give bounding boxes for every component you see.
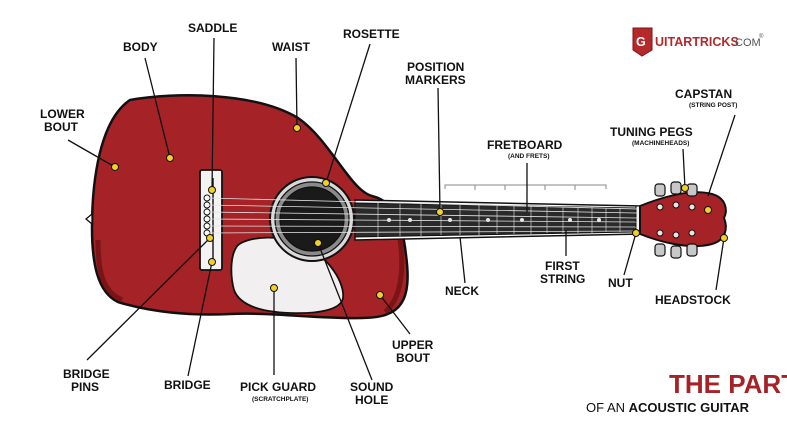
label-rosette: ROSETTE bbox=[343, 27, 400, 41]
bridge-assembly bbox=[199, 169, 223, 271]
label-first-string-1: FIRST bbox=[545, 259, 580, 273]
sound-hole bbox=[279, 186, 345, 252]
title-line2: OF AN ACOUSTIC GUITAR bbox=[586, 400, 750, 415]
diagram-title: THE PARTS OF AN ACOUSTIC GUITAR bbox=[586, 369, 787, 415]
label-sound-hole-1: SOUND bbox=[350, 380, 394, 394]
part-labels: BODY SADDLE WAIST ROSETTE POSITION MARKE… bbox=[40, 21, 737, 407]
label-fretboard: FRETBOARD bbox=[487, 138, 563, 152]
label-first-string-2: STRING bbox=[540, 272, 585, 286]
headstock-assembly bbox=[639, 181, 727, 259]
label-headstock: HEADSTOCK bbox=[655, 293, 731, 307]
label-neck: NECK bbox=[445, 284, 479, 298]
body-shape bbox=[90, 94, 409, 320]
label-upper-bout-2: BOUT bbox=[396, 351, 431, 365]
guitartricks-logo: G UITARTRICKS .COM ® bbox=[632, 27, 764, 57]
strings bbox=[206, 197, 639, 234]
callout-dots bbox=[111, 124, 728, 299]
headstock bbox=[639, 191, 727, 248]
label-fretboard-sub: (AND FRETS) bbox=[508, 153, 550, 160]
fretboard-bracket-ticks bbox=[474, 185, 576, 190]
logo-registered-mark: ® bbox=[759, 33, 764, 40]
guitartricks-logo-icon: G bbox=[632, 27, 653, 57]
label-pick-guard: PICK GUARD bbox=[240, 380, 316, 394]
logo-brand: UITARTRICKS bbox=[655, 35, 739, 49]
label-upper-bout-1: UPPER bbox=[392, 338, 434, 352]
label-bridge-pins-2: PINS bbox=[71, 380, 99, 394]
label-waist: WAIST bbox=[272, 40, 311, 54]
label-lower-bout-1: LOWER bbox=[40, 107, 85, 121]
label-position-markers-1: POSITION bbox=[407, 60, 464, 74]
label-position-markers-2: MARKERS bbox=[405, 73, 466, 87]
leader-lines bbox=[67, 37, 736, 381]
title-line2-prefix: OF AN bbox=[586, 400, 629, 415]
label-bridge: BRIDGE bbox=[164, 378, 211, 392]
label-tuning-pegs-sub: (MACHINEHEADS) bbox=[632, 140, 689, 147]
fretboard-bracket bbox=[444, 184, 607, 189]
label-sound-hole-2: HOLE bbox=[355, 393, 388, 407]
label-bridge-pins-1: BRIDGE bbox=[63, 367, 110, 381]
sound-hole-assembly bbox=[269, 176, 355, 262]
title-line2-bold: ACOUSTIC GUITAR bbox=[629, 400, 750, 415]
bridge bbox=[199, 169, 223, 271]
tuning-pegs bbox=[654, 181, 698, 259]
title-line1: THE PARTS bbox=[669, 369, 787, 399]
logo-suffix: .COM bbox=[732, 37, 761, 49]
body-side-shadow bbox=[95, 239, 124, 303]
logo-g-letter: G bbox=[636, 35, 646, 49]
label-capstan-sub: (STRING POST) bbox=[689, 102, 737, 109]
label-lower-bout-2: BOUT bbox=[44, 120, 79, 134]
capstans bbox=[656, 201, 696, 239]
label-pick-guard-sub: (SCRATCHPLATE) bbox=[252, 396, 308, 403]
label-saddle: SADDLE bbox=[188, 21, 237, 35]
label-body: BODY bbox=[123, 40, 158, 54]
strap-button bbox=[84, 212, 93, 226]
label-capstan: CAPSTAN bbox=[675, 87, 732, 101]
label-nut: NUT bbox=[608, 276, 633, 290]
label-tuning-pegs: TUNING PEGS bbox=[610, 125, 693, 139]
